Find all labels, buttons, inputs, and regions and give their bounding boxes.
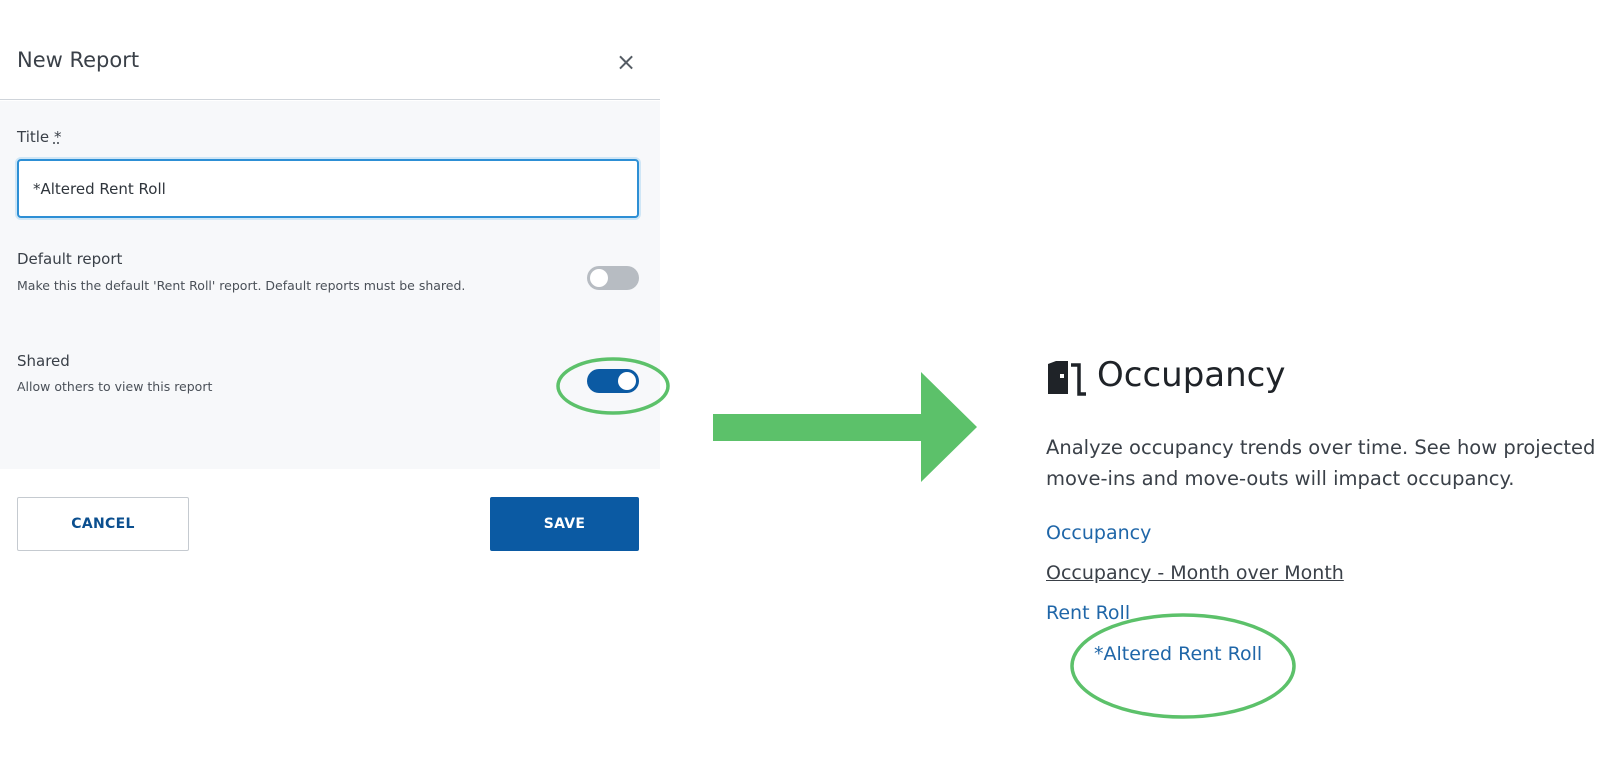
- shared-help: Allow others to view this report: [17, 379, 213, 394]
- toggle-knob: [590, 269, 608, 287]
- door-icon: [1048, 361, 1086, 396]
- required-marker: *: [53, 128, 62, 146]
- link-rent-roll[interactable]: Rent Roll: [1046, 602, 1131, 624]
- default-report-label: Default report: [17, 250, 123, 268]
- new-report-dialog: New Report × Title * Default report Make…: [0, 0, 660, 778]
- link-occupancy[interactable]: Occupancy: [1046, 522, 1152, 544]
- title-field-label: Title *: [17, 128, 61, 146]
- cancel-button[interactable]: CANCEL: [17, 497, 189, 551]
- arrow-right-icon: [713, 372, 977, 482]
- shared-toggle[interactable]: [587, 369, 639, 393]
- shared-label: Shared: [17, 352, 70, 370]
- dialog-header: New Report ×: [0, 0, 660, 100]
- dialog-title: New Report: [17, 48, 140, 72]
- default-report-toggle[interactable]: [587, 266, 639, 290]
- title-input[interactable]: [17, 159, 639, 218]
- close-icon[interactable]: ×: [615, 48, 637, 76]
- toggle-knob: [618, 372, 636, 390]
- save-button[interactable]: SAVE: [490, 497, 639, 551]
- new-report-highlight: [1070, 613, 1296, 719]
- link-occupancy-month-over-month[interactable]: Occupancy - Month over Month: [1046, 562, 1344, 584]
- link-altered-rent-roll[interactable]: *Altered Rent Roll: [1094, 643, 1263, 665]
- section-title: Occupancy: [1097, 355, 1286, 395]
- section-description: Analyze occupancy trends over time. See …: [1046, 436, 1596, 490]
- default-report-help: Make this the default 'Rent Roll' report…: [17, 278, 466, 293]
- title-label-text: Title: [17, 128, 50, 146]
